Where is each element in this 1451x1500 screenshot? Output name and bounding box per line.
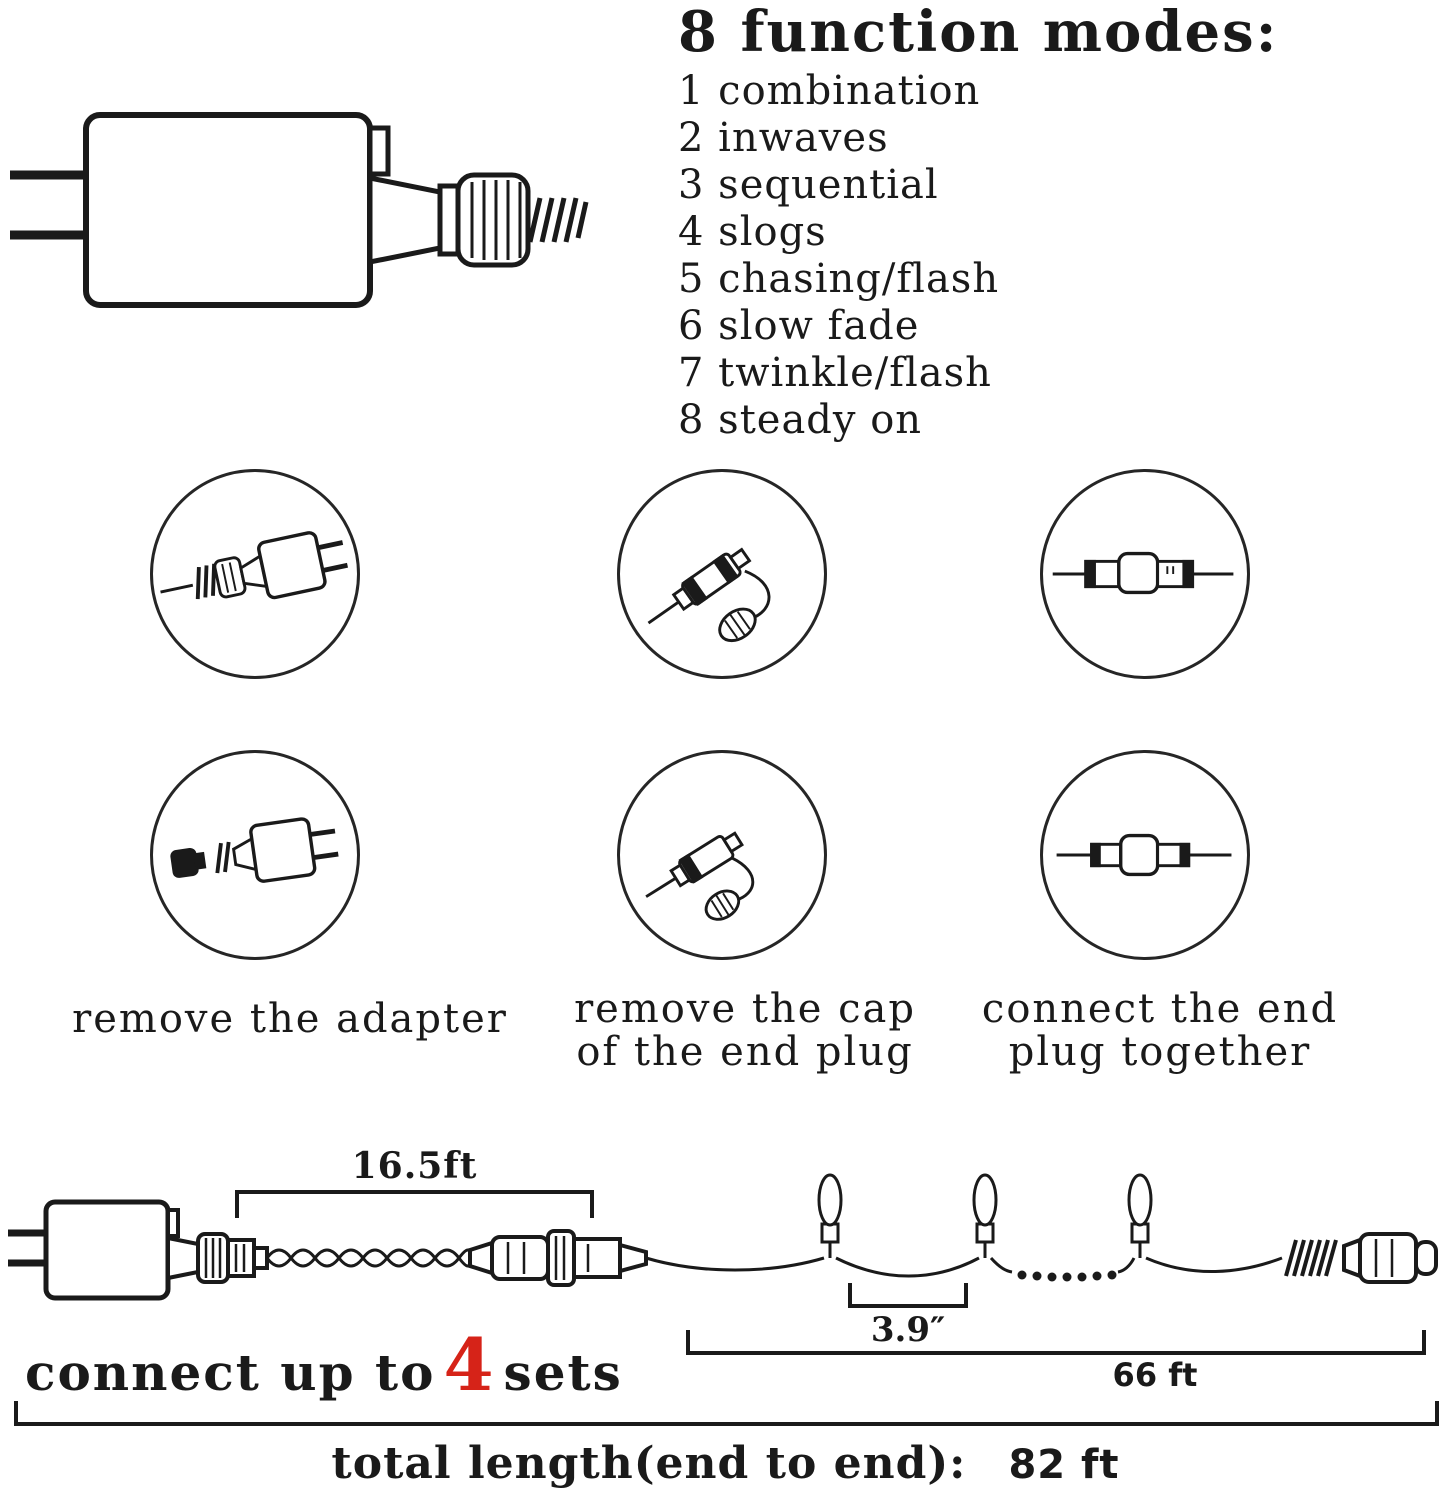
plugs-aligned-icon (1052, 551, 1234, 595)
adapter-attached-icon (160, 531, 348, 600)
mode-item-2: 2 inwaves (678, 115, 889, 161)
function-modes-panel: 8 function modes: 1 combination 2 inwave… (678, 2, 1398, 444)
endplug-capped-icon (647, 547, 771, 643)
connect-prefix: connect up to (25, 1343, 436, 1402)
adapter-threaded-tip (527, 197, 589, 243)
bracket-lead-length (235, 1190, 594, 1218)
caption-line: remove the adapter (72, 996, 508, 1042)
cap-removed-icon (645, 831, 755, 921)
mid-connector-pair (468, 1229, 648, 1287)
bracket-section-length (686, 1330, 1426, 1355)
twisted-wire (265, 1248, 472, 1268)
caption-line: plug together (1008, 1029, 1312, 1075)
caption-remove-adapter: remove the adapter (40, 998, 540, 1041)
caption-connect-plugs: connect the end plug together (955, 988, 1365, 1074)
step-circle-cap-removed (617, 750, 827, 960)
bulb-1 (817, 1173, 843, 1258)
caption-line: remove the cap (574, 986, 916, 1032)
mode-item-3: 3 sequential (678, 162, 939, 208)
mode-item-6: 6 slow fade (678, 303, 920, 349)
bracket-total-length (14, 1401, 1439, 1426)
connect-sets-count: 4 (443, 1322, 496, 1407)
step-circle-plugs-joined (1040, 750, 1250, 960)
step-circle-endplug-capped (617, 469, 827, 679)
adapter-prongs (10, 170, 86, 240)
plugs-joined-icon (1056, 833, 1232, 877)
label-lead-length: 16.5ft (351, 1145, 478, 1187)
mode-item-8: 8 steady on (678, 397, 923, 443)
adapter-plug-connector (367, 172, 531, 268)
adapter-removed-icon (170, 817, 339, 883)
mode-item-7: 7 twinkle/flash (678, 350, 992, 396)
diagram-adapter (8, 1199, 180, 1301)
label-section-length: 66 ft (1112, 1356, 1198, 1394)
continuation-dots (1017, 1270, 1117, 1282)
mode-item-5: 5 chasing/flash (678, 256, 1000, 302)
bracket-bulb-spacing (848, 1283, 968, 1308)
function-modes-title: 8 function modes: (678, 0, 1279, 65)
string-light-diagram (8, 1173, 1439, 1426)
bulb-3 (1127, 1173, 1153, 1258)
power-adapter-illustration (10, 112, 589, 308)
mode-item-4: 4 slogs (678, 209, 827, 255)
step-circle-plugs-aligned (1040, 469, 1250, 679)
end-plug (1284, 1232, 1438, 1284)
step-circle-adapter-removed (150, 750, 360, 960)
caption-line: of the end plug (576, 1029, 914, 1075)
caption-remove-cap: remove the cap of the end plug (545, 988, 945, 1074)
light-string-wire (645, 1256, 1283, 1278)
step-circle-adapter-attached (150, 469, 360, 679)
label-bulb-spacing: 3.9″ (870, 1310, 946, 1350)
total-length-label: total length(end to end): (331, 1438, 967, 1489)
diagram-adapter-plug (166, 1232, 269, 1284)
caption-line: connect the end (981, 986, 1339, 1032)
bulb-2 (972, 1173, 998, 1258)
adapter-tab (367, 125, 391, 177)
total-length-line: total length(end to end): 82 ft (0, 1438, 1451, 1489)
total-length-value: 82 ft (1008, 1442, 1120, 1488)
mode-item-1: 1 combination (678, 68, 981, 114)
connect-suffix: sets (503, 1343, 623, 1402)
adapter-body (83, 112, 373, 308)
